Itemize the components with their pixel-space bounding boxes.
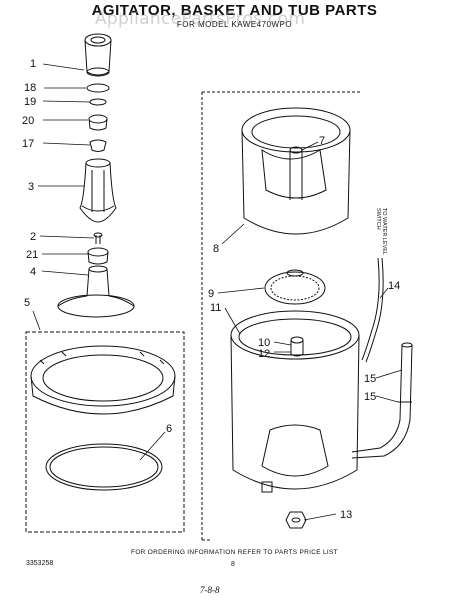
guide-frame (201, 91, 360, 541)
callout-21: 21 (26, 249, 38, 261)
agitator-cap-part (84, 33, 112, 77)
callout-7: 7 (319, 135, 325, 147)
callout-5: 5 (24, 297, 30, 309)
seal-ring-part (86, 83, 110, 93)
callout-4: 4 (30, 266, 36, 278)
spanner-nut-part (285, 511, 307, 529)
callout-15-lower: 15 (364, 391, 376, 403)
agitator-base-part (57, 265, 135, 318)
callout-8: 8 (213, 243, 219, 255)
callout-6: 6 (166, 423, 172, 435)
cam-part (89, 139, 107, 152)
drive-bell-part (87, 247, 109, 265)
callout-12: 12 (258, 348, 270, 360)
screw-part (93, 232, 103, 244)
model-subtitle: FOR MODEL KAWE470WPO (176, 20, 293, 29)
air-dome-hose-part (361, 257, 384, 363)
callout-17: 17 (22, 138, 34, 150)
callout-14: 14 (388, 280, 400, 292)
washer-part (89, 98, 107, 106)
drain-hose-part (351, 342, 413, 459)
watermark: AppliancePartsPros.com (95, 9, 306, 29)
tub-ring-part (30, 345, 176, 415)
leader-lines (32, 63, 403, 521)
page-number: 8 (231, 561, 235, 568)
document-number: 3353258 (26, 560, 54, 567)
callout-10: 10 (258, 337, 270, 349)
tub-ring-group-box (25, 331, 185, 533)
agitator-body-part (79, 158, 117, 223)
callout-numbers: 1 18 19 20 17 3 2 21 4 5 6 7 8 9 11 10 1… (22, 58, 400, 521)
callout-13: 13 (340, 509, 352, 521)
callout-18: 18 (24, 82, 36, 94)
outer-tub-part (230, 310, 360, 493)
callout-9: 9 (208, 288, 214, 300)
tub-bearing-part (290, 336, 304, 357)
callout-1: 1 (30, 58, 36, 70)
callout-15-upper: 15 (364, 373, 376, 385)
tub-ring-seal-part (45, 443, 163, 491)
callout-2: 2 (30, 231, 36, 243)
switch-note-line-1: TO WATER LEVEL (381, 208, 387, 255)
callout-3: 3 (28, 181, 34, 193)
dog-assembly-part (88, 114, 108, 131)
page-range: 7-8-8 (200, 585, 220, 595)
callout-20: 20 (22, 115, 34, 127)
basket-drive-ring-part (264, 269, 326, 305)
ordering-note: FOR ORDERING INFORMATION REFER TO PARTS … (131, 549, 338, 556)
water-level-switch-note: TO WATER LEVEL SWITCH (375, 208, 387, 255)
page-title: AGITATOR, BASKET AND TUB PARTS (91, 2, 378, 19)
wash-basket-part (241, 107, 351, 235)
callout-11: 11 (210, 302, 221, 314)
callout-19: 19 (24, 96, 36, 108)
